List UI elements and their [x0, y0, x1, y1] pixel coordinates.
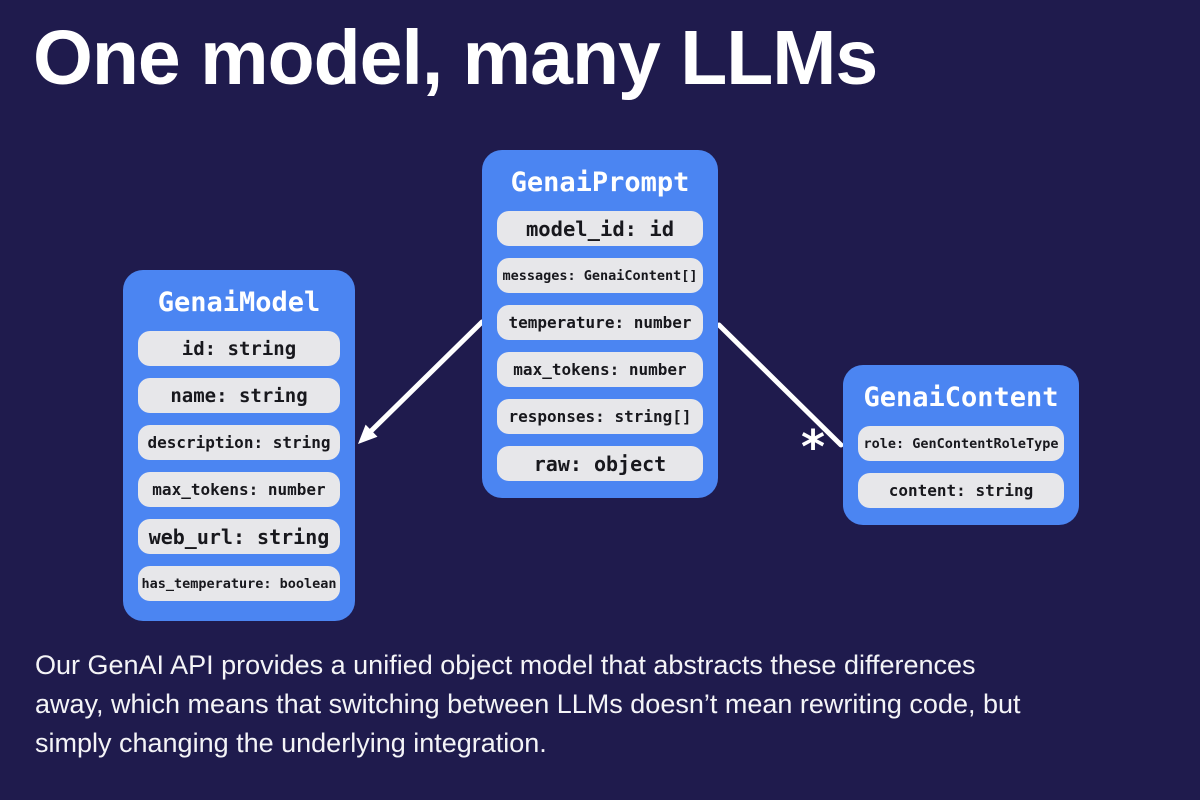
field-pill: responses: string[] — [497, 399, 703, 434]
page-title: One model, many LLMs — [33, 15, 878, 101]
field-pill: name: string — [138, 378, 340, 413]
entity-title: GenaiPrompt — [510, 167, 690, 198]
entity-fields: role: GenContentRoleType content: string — [858, 426, 1064, 508]
field-pill: max_tokens: number — [497, 352, 703, 387]
field-pill: id: string — [138, 331, 340, 366]
entity-fields: model_id: id messages: GenaiContent[] temp… — [497, 211, 703, 481]
field-pill: description: string — [138, 425, 340, 460]
entity-card-genai-prompt: GenaiPrompt model_id: id messages: GenaiC… — [482, 150, 718, 498]
field-pill: max_tokens: number — [138, 472, 340, 507]
field-pill: content: string — [858, 473, 1064, 508]
field-pill: model_id: id — [497, 211, 703, 246]
entity-card-genai-content: GenaiContent role: GenContentRoleType con… — [843, 365, 1079, 525]
entity-fields: id: string name: string description: strin… — [138, 331, 340, 601]
description-text: Our GenAI API provides a unified object … — [35, 650, 1021, 758]
field-pill: temperature: number — [497, 305, 703, 340]
field-pill: messages: GenaiContent[] — [497, 258, 703, 293]
arrow-prompt-to-model-line — [364, 319, 485, 438]
field-pill: role: GenContentRoleType — [858, 426, 1064, 461]
entity-title: GenaiContent — [863, 382, 1059, 413]
field-pill: raw: object — [497, 446, 703, 481]
field-pill: has_temperature: boolean — [138, 566, 340, 601]
entity-card-genai-model: GenaiModel id: string name: string descrip… — [123, 270, 355, 621]
multiplicity-asterisk: * — [800, 420, 826, 474]
arrow-prompt-to-model-head — [358, 424, 378, 444]
field-pill: web_url: string — [138, 519, 340, 554]
entity-title: GenaiModel — [157, 287, 321, 318]
